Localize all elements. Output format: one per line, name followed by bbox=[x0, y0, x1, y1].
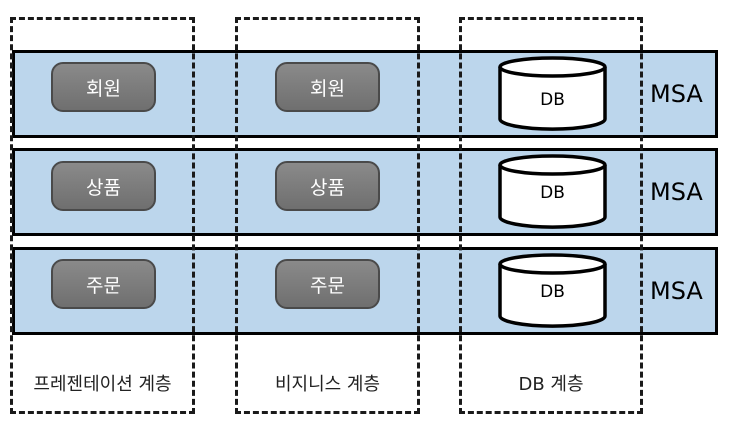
database-icon: DB bbox=[498, 253, 607, 328]
presentation-service-member: 회원 bbox=[51, 62, 156, 112]
business-layer-box bbox=[235, 17, 420, 414]
presentation-layer-box bbox=[10, 17, 195, 414]
service-label: 상품 bbox=[310, 176, 345, 199]
db-label: DB bbox=[540, 183, 565, 203]
business-service-product: 상품 bbox=[275, 161, 380, 211]
business-layer-label: 비지니스 계층 bbox=[274, 374, 381, 395]
db-label: DB bbox=[540, 90, 565, 110]
service-label: 회원 bbox=[310, 77, 345, 100]
msa-label: MSA bbox=[650, 178, 703, 206]
presentation-layer-label: 프레젠테이션 계층 bbox=[33, 374, 172, 395]
service-label: 주문 bbox=[310, 274, 345, 297]
business-service-order: 주문 bbox=[275, 259, 380, 309]
db-label: DB bbox=[540, 282, 565, 302]
business-service-member: 회원 bbox=[275, 62, 380, 112]
service-label: 회원 bbox=[86, 77, 121, 100]
presentation-service-order: 주문 bbox=[51, 259, 156, 309]
msa-label: MSA bbox=[650, 80, 703, 108]
presentation-service-product: 상품 bbox=[51, 161, 156, 211]
database-icon: DB bbox=[498, 56, 607, 131]
database-icon: DB bbox=[498, 154, 607, 229]
service-label: 상품 bbox=[86, 176, 121, 199]
db-layer-label: DB 계층 bbox=[518, 374, 584, 395]
service-label: 주문 bbox=[86, 274, 121, 297]
db-layer-box bbox=[459, 17, 643, 414]
msa-label: MSA bbox=[650, 277, 703, 305]
